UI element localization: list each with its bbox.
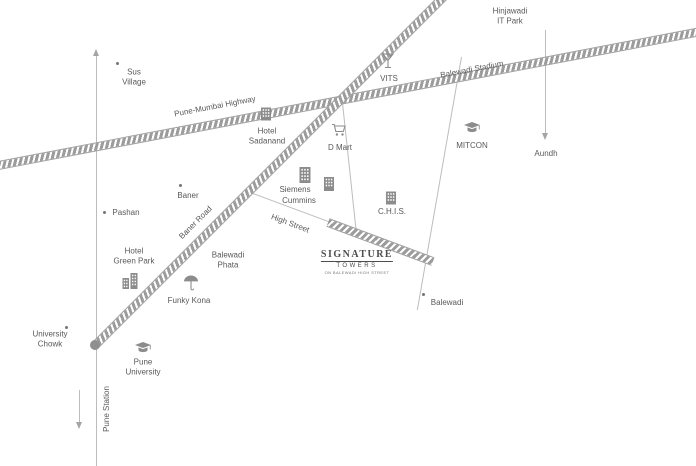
road-left-vertical [96,56,97,466]
label-line: Chowk [37,340,63,349]
label-line: Balewadi [211,250,245,260]
label-siemens: Siemens [279,184,311,194]
label-hotel-sadanand: Hotel Sadanand [249,127,285,148]
label-cummins: Cummins [282,195,316,205]
label-aundh: Aundh [534,148,558,158]
arrow-down-aundh-icon [542,133,548,140]
label-line: IT Park [497,17,523,26]
building-icon [386,191,397,205]
building-icon [299,167,311,184]
label-line: Hotel [257,126,277,136]
building-icon [324,177,335,192]
arrow-down-station-icon [76,422,82,429]
label-line: Hotel [124,246,144,256]
baner-dot [179,184,182,187]
label-chis: C.H.I.S. [377,206,407,216]
label-line: Hinjawadi [492,6,528,16]
label-line: University [125,368,161,377]
label-line: Green Park [113,257,155,266]
label-line: University [32,329,68,339]
label-line: Phata [217,261,239,270]
label-pune-station: Pune Station [101,386,111,432]
label-university-chowk: University Chowk [32,330,67,351]
logo-tagline: ON BALEWADI HIGH STREET [324,270,390,275]
university-chowk-node [90,340,100,350]
pashan-dot [103,211,106,214]
graduation-cap-icon [464,122,481,134]
graduation-cap-icon [135,342,152,354]
label-sus-village: Sus Village [122,68,146,89]
logo-name: SIGNATURE [320,249,394,262]
umbrella-icon [183,275,199,291]
martini-icon [381,53,395,69]
arrow-up-icon [93,49,99,56]
road-right-vertical [545,30,546,134]
label-mitcon: MITCON [456,140,488,150]
building-icon [122,273,138,290]
label-d-mart: D Mart [328,142,352,152]
label-line: Village [122,78,146,87]
label-balewadi: Balewadi [430,297,464,307]
label-funky-kona: Funky Kona [167,295,211,305]
label-hotel-green-park: Hotel Green Park [114,247,155,268]
label-pune-university: Pune University [125,358,160,379]
label-high-street: High Street [269,212,311,235]
road-station-arrow-line [79,390,80,423]
label-baner: Baner [177,190,199,200]
signature-towers-logo: SIGNATURE TOWERS ON BALEWADI HIGH STREET [320,249,394,275]
label-line: Sus [127,67,141,77]
sus-village-dot [116,62,119,65]
label-line: Sadanand [248,137,286,146]
building-icon [261,107,272,121]
label-vits: VITS [380,73,398,83]
label-hinjawadi-it-park: Hinjawadi IT Park [493,7,528,28]
road-east-boundary [416,56,462,311]
logo-sub: TOWERS [336,263,378,269]
university-chowk-dot [65,326,68,329]
road-baner [91,0,452,349]
label-pashan: Pashan [112,207,140,217]
label-line: Pune [133,357,153,367]
label-balewadi-phata: Balewadi Phata [212,251,244,272]
balewadi-dot [422,293,425,296]
shopping-cart-icon [332,123,347,137]
